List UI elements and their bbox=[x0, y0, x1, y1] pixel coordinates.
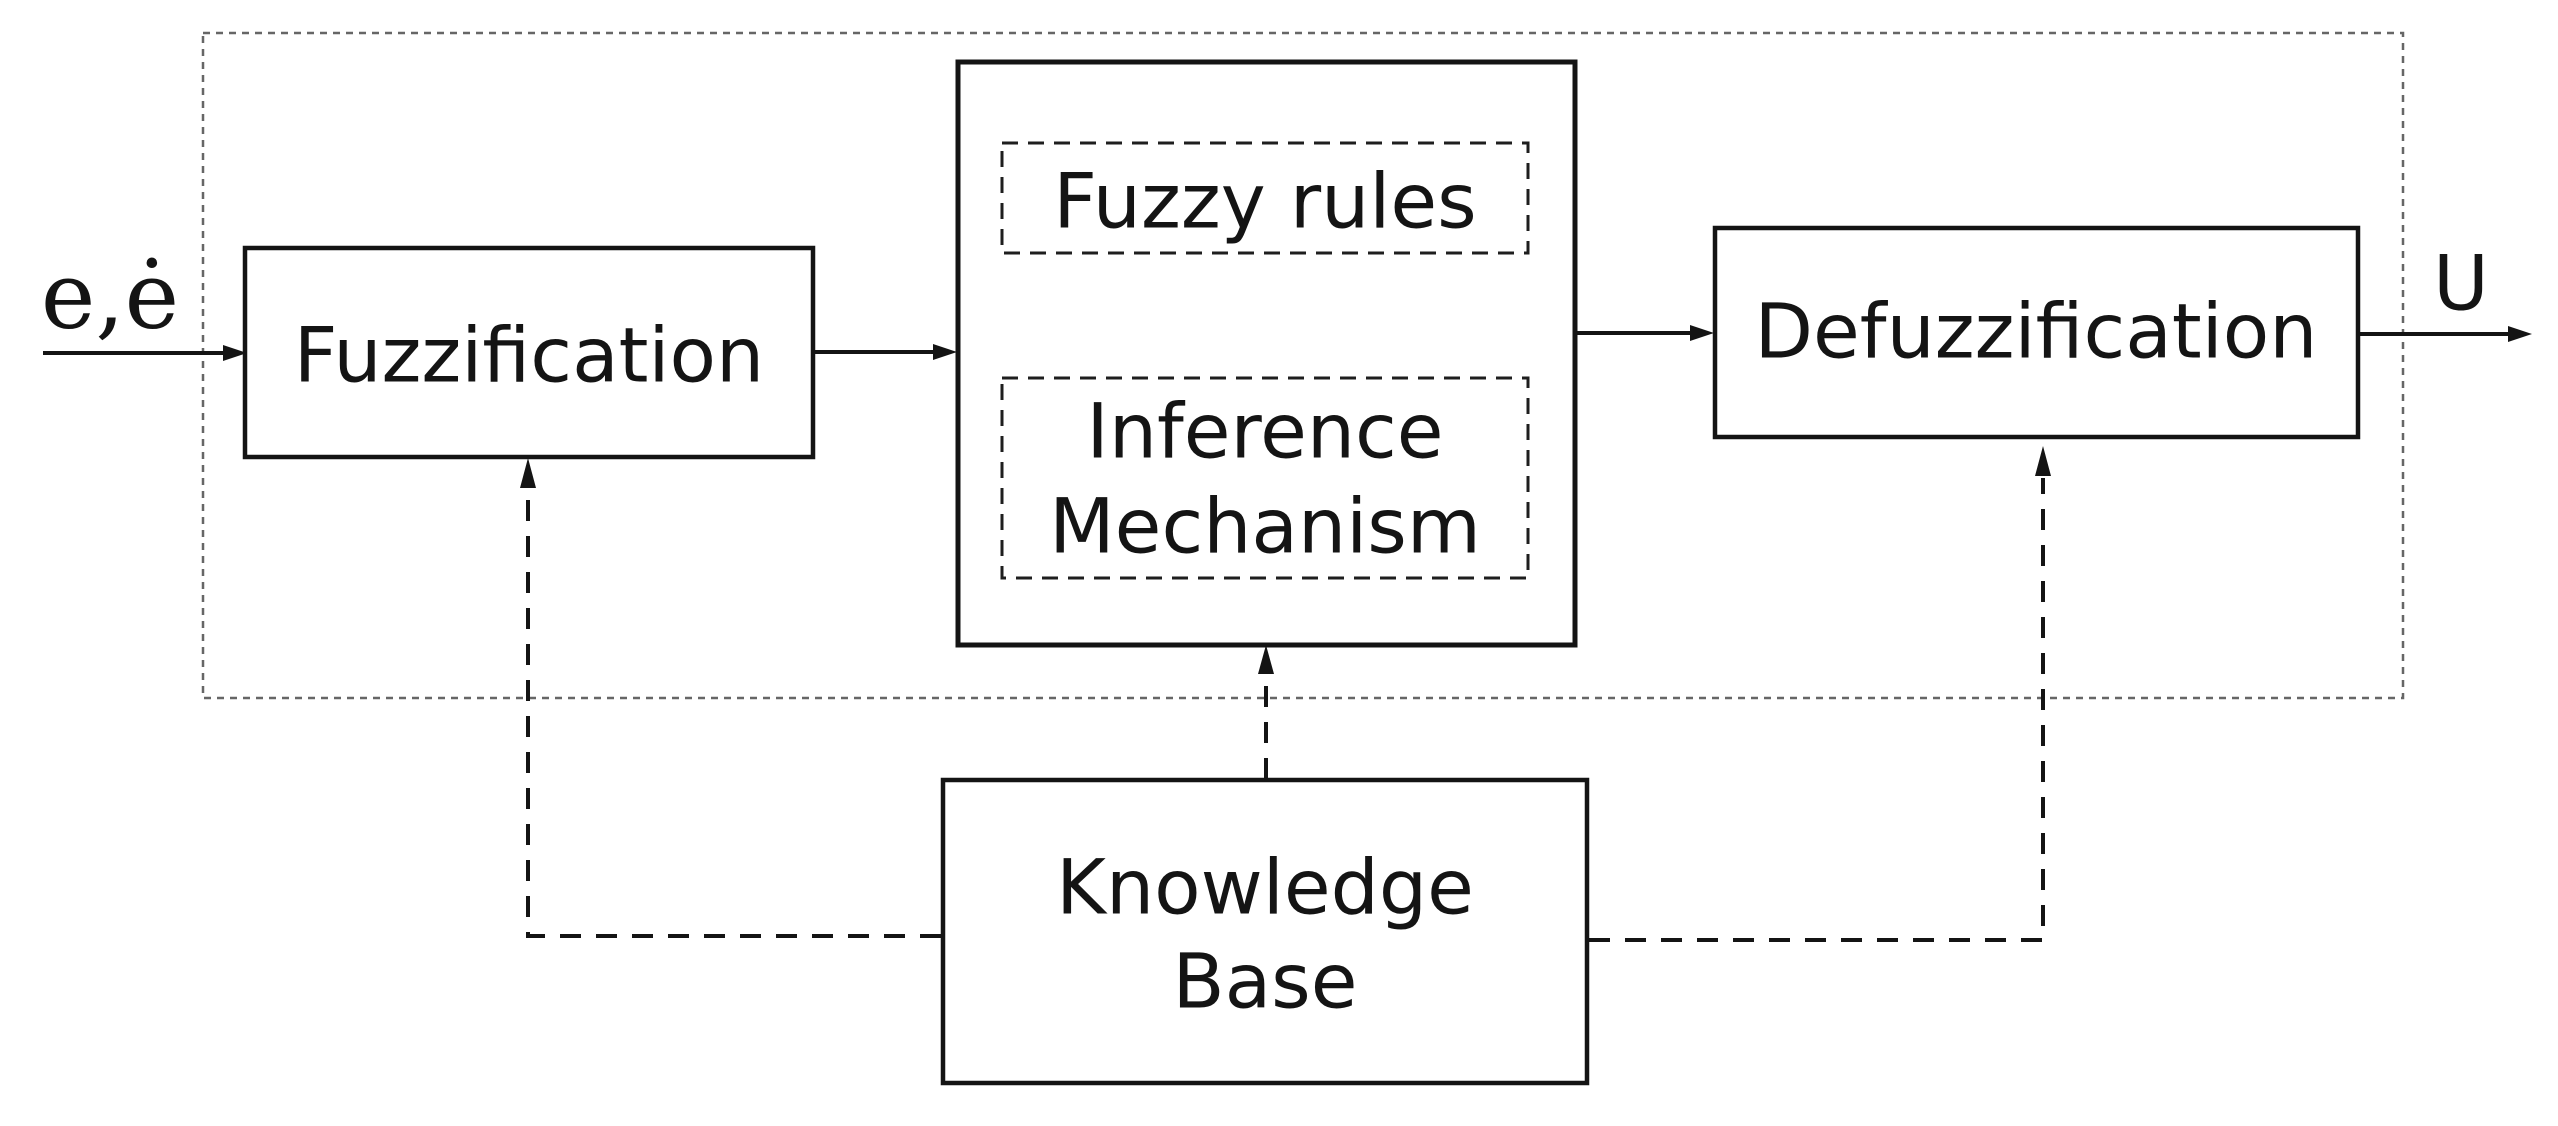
inference-mechanism-label-line2: Mechanism bbox=[1049, 482, 1481, 571]
inference-mechanism-label-line1: Inference bbox=[1086, 387, 1443, 476]
defuzzification-box bbox=[1712, 225, 2361, 440]
knowledge-base-label-line1: Knowledge bbox=[1056, 843, 1474, 932]
kb-to-fuzzification-arrow-head bbox=[520, 458, 536, 488]
knowledge-base-box bbox=[940, 777, 1590, 1086]
output-arrow-head bbox=[2508, 326, 2532, 342]
knowledge-base-label-line2: Base bbox=[1172, 937, 1357, 1026]
input-signal-label: e,ė bbox=[41, 243, 179, 350]
rule-base-box bbox=[955, 59, 1578, 648]
fuzzy-rules-dashed-box bbox=[1000, 141, 1530, 255]
fuzzy-rules-label: Fuzzy rules bbox=[1053, 157, 1477, 246]
input-arrow-head bbox=[223, 345, 247, 361]
output-signal-label: U bbox=[2433, 239, 2489, 328]
controller-boundary-dotted-frame bbox=[201, 31, 2405, 700]
kb-to-defuzzification-arrow-head bbox=[2035, 446, 2051, 476]
fuzzification-label: Fuzzification bbox=[294, 311, 764, 400]
kb-to-defuzzification-dashed-path bbox=[1589, 478, 2045, 942]
kb-to-rulebase-arrow-head bbox=[1258, 645, 1274, 674]
inference-mechanism-dashed-box bbox=[1000, 376, 1530, 580]
kb-to-fuzzification-dashed-path bbox=[526, 490, 941, 938]
rulebase-to-defuzzification-arrow-head bbox=[1690, 325, 1714, 341]
defuzzification-label: Defuzzification bbox=[1755, 287, 2318, 376]
fuzzification-box bbox=[242, 245, 816, 460]
fuzzification-to-rulebase-arrow-head bbox=[933, 344, 957, 360]
